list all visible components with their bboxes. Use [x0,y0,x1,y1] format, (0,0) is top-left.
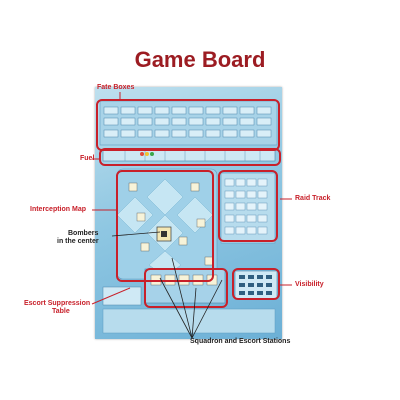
label-visibility: Visibility [295,281,324,288]
squadron-stations-area [144,268,226,304]
label-fate-boxes: Fate Boxes [97,84,135,91]
visibility-highlight [232,268,280,300]
interception-map-highlight [116,170,214,282]
fuel-markers [140,152,154,156]
squadron-stations-highlight [144,268,228,308]
fuel-highlight [99,148,281,166]
fate-box-cells [103,106,272,138]
label-escort-line2: Table [52,308,70,315]
rules-footer [102,308,276,334]
label-escort-line1: Escort Suppression [24,300,91,307]
label-interception-map: Interception Map [30,206,87,213]
squadron-counters [128,182,214,266]
game-board-art [99,100,278,334]
black-pointer-lines [111,231,223,339]
escort-suppression-table [102,286,142,306]
game-board [95,87,282,339]
bombers-counter-mark [161,231,167,237]
label-raid-track: Raid Track [295,195,331,202]
fate-boxes-highlight [96,99,280,151]
label-bombers-line1: Bombers [68,230,99,237]
label-bombers-line2: in the center [57,238,99,245]
page-title: Game Board [134,47,266,72]
raid-track-cells [224,178,268,235]
visibility-table-cells [239,275,272,295]
label-fuel: Fuel [80,155,95,162]
label-squadron-stations: Squadron and Escort Stations [190,338,291,345]
raid-track-highlight [218,170,278,242]
fuel-track-dividers [124,149,261,161]
